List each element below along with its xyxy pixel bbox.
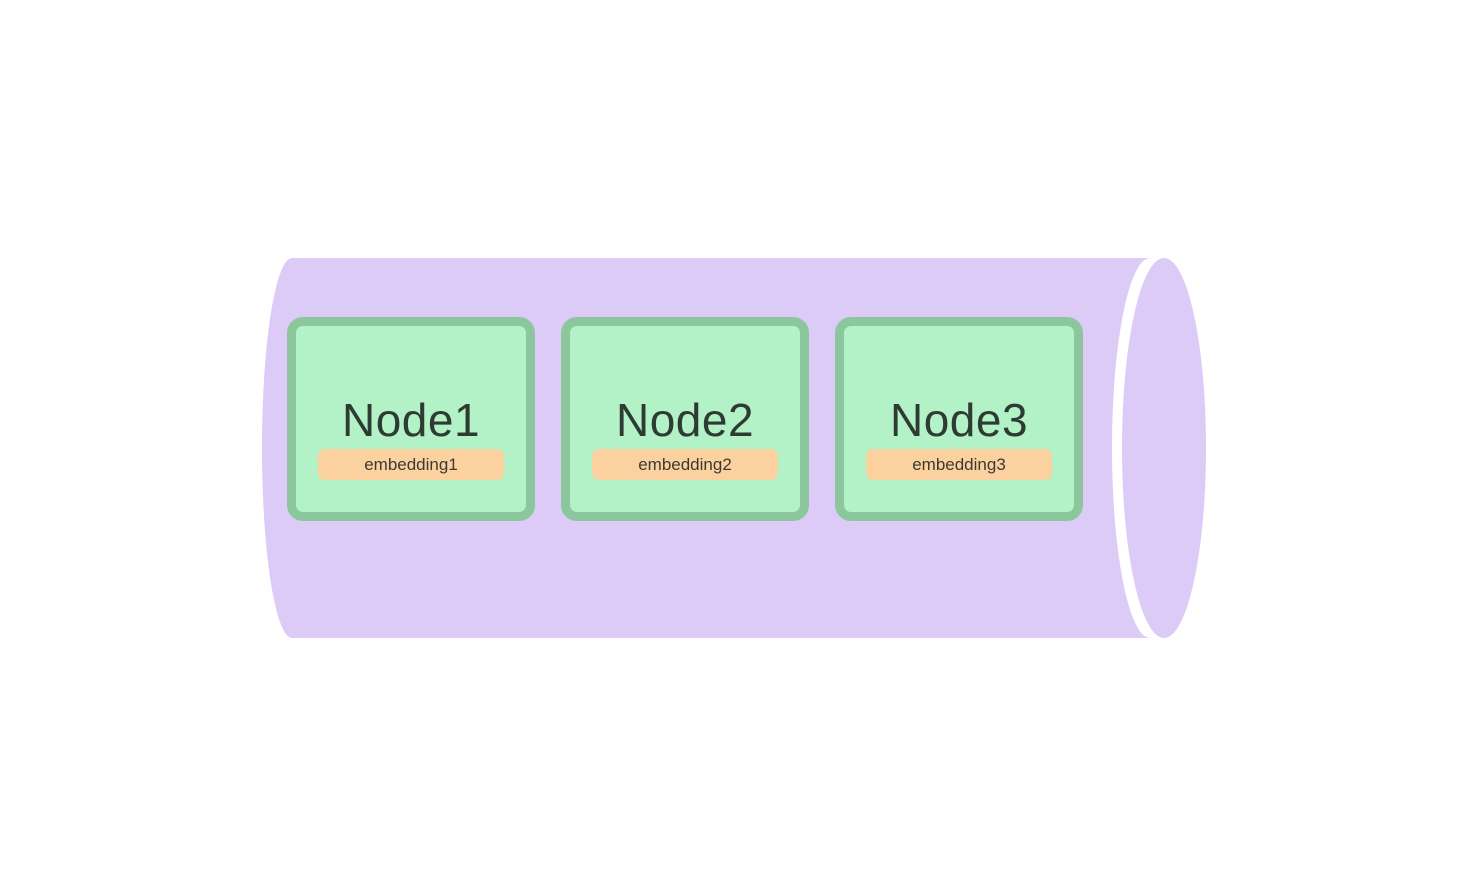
embedding-badge: embedding1 (318, 449, 504, 480)
node-label: Node2 (615, 394, 755, 446)
node-card-1: Node1 embedding1 (287, 317, 535, 521)
embedding-badge: embedding3 (866, 449, 1052, 480)
node-label: Node3 (889, 394, 1029, 446)
cylinder-end-cap (1122, 258, 1206, 638)
node-label: Node1 (341, 394, 481, 446)
node-card-3: Node3 embedding3 (835, 317, 1083, 521)
embedding-badge: embedding2 (592, 449, 778, 480)
node-card-2: Node2 embedding2 (561, 317, 809, 521)
